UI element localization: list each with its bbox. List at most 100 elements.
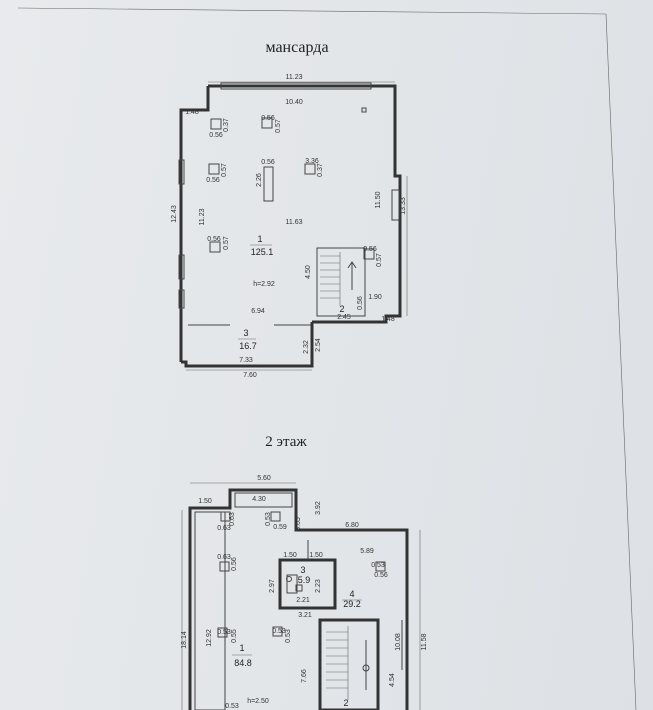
second-floor-dim: 1.50 [309, 552, 323, 559]
second-floor-dim: 0.55 [231, 629, 238, 643]
second-floor-dim: 0.59 [273, 524, 287, 531]
mansard-dim: 0.56 [261, 115, 275, 122]
mansard-dim: 2.26 [256, 173, 263, 187]
mansard-dim: 6.94 [251, 308, 265, 315]
second-floor-outer-wall [188, 488, 409, 710]
mansard-beam [263, 166, 274, 202]
mansard-column-5 [209, 241, 221, 253]
second-floor-room-1-area: 84.8 [234, 658, 252, 668]
second-floor-dim: 0.53 [265, 512, 272, 526]
second-floor-dim: 6.80 [345, 522, 359, 529]
mansard-column-4 [304, 163, 316, 175]
second-floor-room-4-area: 29.2 [343, 599, 361, 609]
mansard-room-2-area: 2.45 [337, 314, 351, 321]
mansard-dim: 1.90 [368, 294, 382, 301]
second-floor-room-2-number: 2 [343, 698, 348, 708]
second-floor-dim: 5.60 [257, 475, 271, 482]
mansard-dim: 11.23 [286, 74, 303, 81]
second-floor-dim: 3.65 [295, 517, 302, 531]
mansard-dim: 12.43 [171, 205, 178, 223]
mansard-dim: 11.23 [199, 208, 206, 225]
second-floor-title: 2 этаж [265, 434, 307, 450]
mansard-dim: 0.56 [363, 246, 377, 253]
second-floor-dim: 3.92 [315, 501, 322, 515]
second-floor-room-3-area: 5.9 [298, 575, 311, 585]
mansard-left-window-2 [178, 254, 185, 280]
mansard-column-6 [363, 248, 375, 260]
second-floor-dim: 4.54 [389, 673, 396, 687]
sheet-border-top [17, 7, 607, 15]
mansard-room-2-number: 2 [339, 304, 344, 314]
second-floor-dim: 2.23 [315, 579, 322, 593]
second-floor-dim: 1.50 [283, 552, 297, 559]
mansard-dim: 7.33 [239, 357, 253, 364]
second-floor-column-3 [219, 561, 230, 572]
mansard-left-window-3 [178, 289, 185, 309]
mansard-dim: 0.57 [221, 163, 228, 177]
second-floor-column-4 [375, 561, 386, 572]
mansard-dim: 1.48 [381, 316, 395, 323]
mansard-stair-enclosure [316, 247, 366, 317]
second-floor-dim: 2.21 [296, 597, 310, 604]
mansard-column-1 [210, 118, 222, 130]
second-floor-dim: 10.08 [395, 633, 402, 651]
second-floor-dim: 0.63 [217, 525, 231, 532]
mansard-dim: 1.48 [185, 109, 199, 116]
mansard-stair-arrow-head [347, 261, 357, 269]
mansard-dim: 2.54 [315, 338, 322, 352]
mansard-room-1-area: 125.1 [251, 247, 274, 257]
second-floor-dim: 4.30 [252, 496, 266, 503]
second-floor-column-5 [217, 627, 228, 638]
mansard-marker [361, 107, 367, 113]
second-floor-dim: 12.92 [206, 629, 213, 647]
second-floor-bath-sink [286, 576, 292, 582]
second-floor-top-window [234, 492, 293, 508]
mansard-column-3 [208, 163, 220, 175]
second-floor-column-2 [270, 511, 281, 522]
mansard-left-window-1 [178, 159, 185, 185]
mansard-column-2 [261, 117, 273, 129]
mansard-dim: 7.60 [243, 372, 257, 379]
second-floor-dim: 1.50 [198, 498, 212, 505]
second-floor-column-1 [220, 511, 231, 522]
second-floor-bath-fixture-1 [286, 574, 298, 594]
mansard-right-window [391, 189, 400, 221]
mansard-height: h=2.92 [253, 281, 275, 288]
second-floor-stair-enclosure [318, 618, 380, 710]
mansard-dim: 0.56 [209, 132, 223, 139]
second-floor-dim: 0.63 [229, 512, 236, 526]
second-floor-dim: 0.56 [231, 557, 238, 571]
mansard-dim: 13.33 [400, 197, 407, 215]
mansard-dim: 10.40 [285, 99, 303, 106]
second-floor-balcony-left [194, 511, 226, 710]
mansard-dim: 0.56 [206, 177, 220, 184]
second-floor-dim: 0.53 [285, 629, 292, 643]
second-floor-dim: 3.21 [298, 612, 312, 619]
mansard-plan: мансарда [171, 39, 408, 379]
second-floor-height: h=2.50 [247, 698, 269, 705]
second-floor-room-1-number: 1 [239, 643, 244, 653]
second-floor-stair-treads [326, 626, 349, 700]
mansard-dim: 11.50 [375, 191, 382, 208]
second-floor-dim: 7.66 [301, 669, 308, 683]
mansard-left-wall [179, 86, 210, 362]
mansard-room-1-number: 1 [257, 234, 262, 244]
mansard-room-3-number: 3 [243, 328, 248, 338]
mansard-outer-wall [208, 84, 402, 324]
second-floor-dim: 0.63 [217, 554, 231, 561]
second-floor-column-6 [272, 626, 283, 637]
mansard-bottom-wall [181, 340, 314, 368]
sheet-border-right [605, 13, 637, 710]
second-floor-room-4-number: 4 [349, 589, 354, 599]
mansard-dim: 3.36 [305, 158, 319, 165]
second-floor-bath-fixture-2 [295, 584, 303, 592]
mansard-room-3-area: 16.7 [239, 341, 257, 351]
mansard-dim: 11.63 [286, 219, 303, 226]
second-floor-dim: 0.53 [371, 562, 385, 569]
second-floor-plan: 2 этаж 5.60 [181, 434, 428, 710]
mansard-dim: 0.37 [317, 163, 324, 177]
second-floor-room-3-number: 3 [300, 565, 305, 575]
mansard-dim: 0.57 [376, 253, 383, 267]
